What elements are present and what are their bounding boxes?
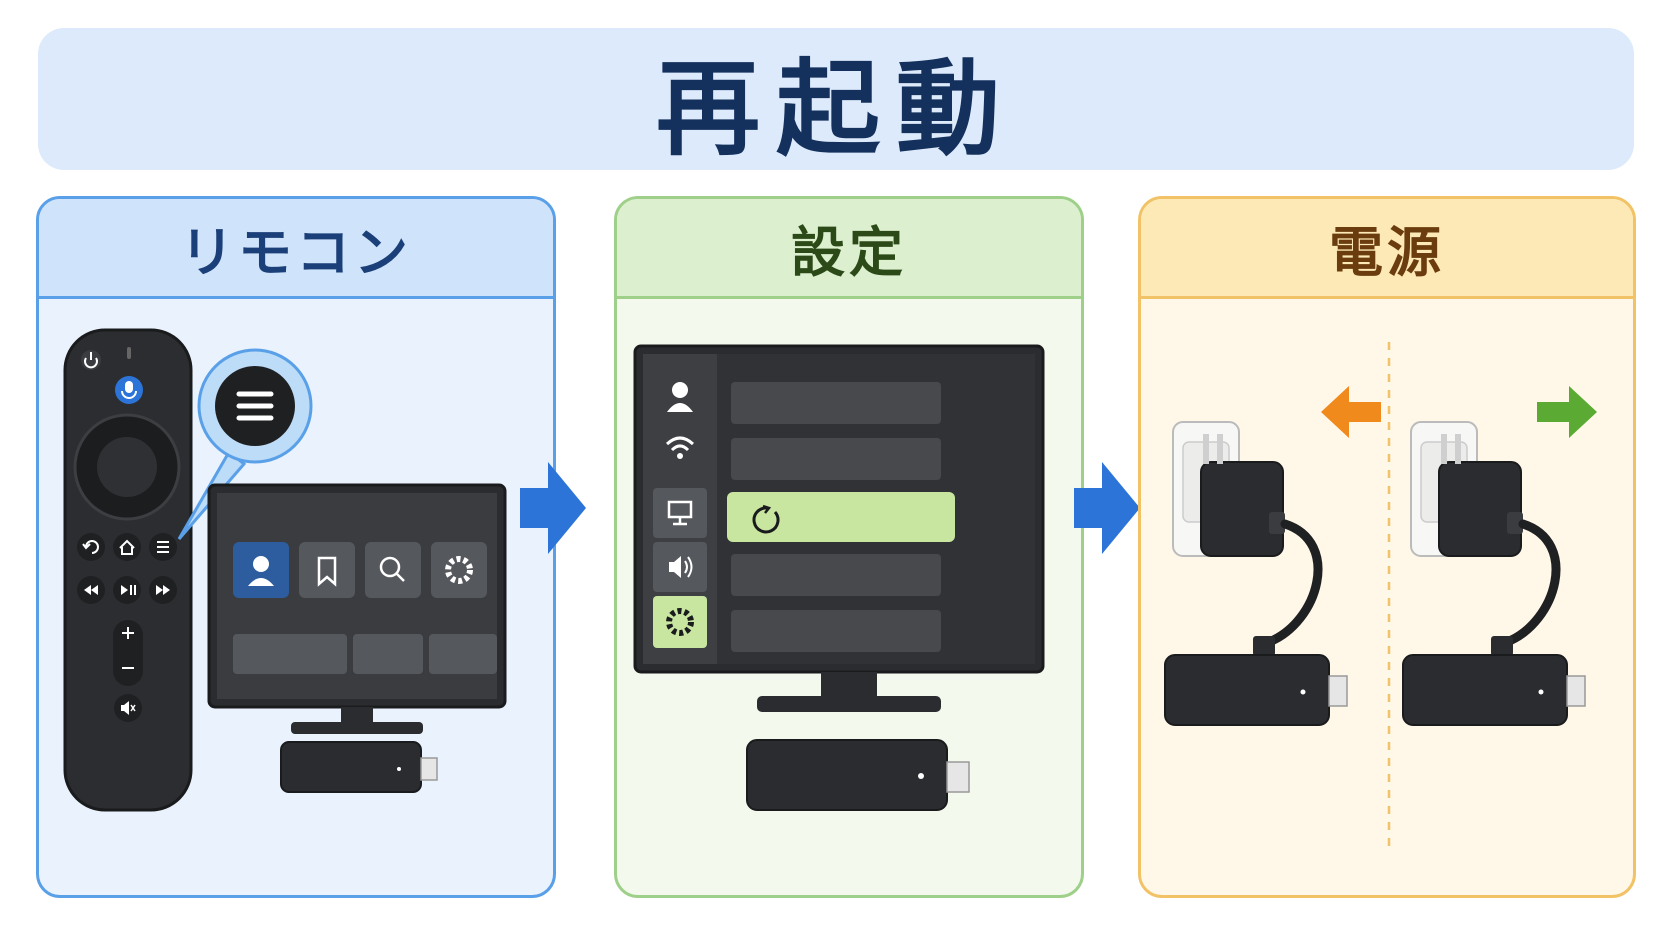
- profile-icon: [233, 542, 289, 598]
- profile-icon: [667, 382, 693, 412]
- flow-arrow-1: [520, 462, 586, 554]
- rewind-icon: [77, 576, 105, 604]
- streaming-stick: [746, 739, 970, 811]
- settings-panel-header: 設定: [617, 199, 1081, 299]
- back-icon: [77, 533, 105, 561]
- settings-row: [731, 382, 941, 424]
- remote-panel-header: リモコン: [39, 199, 553, 299]
- arrow-left-icon: [1321, 386, 1381, 438]
- plug-adapter-icon: [1438, 434, 1523, 557]
- remote-panel: リモコン: [36, 196, 556, 898]
- streaming-stick: [1164, 654, 1348, 726]
- settings-panel: 設定: [614, 196, 1084, 898]
- power-panel-body: [1141, 302, 1633, 895]
- gear-icon: [653, 596, 707, 648]
- search-icon: [365, 542, 421, 598]
- restart-row-highlighted: [727, 492, 955, 542]
- plug-adapter-icon: [1200, 434, 1285, 557]
- wifi-icon: [665, 436, 695, 459]
- settings-row: [731, 438, 941, 480]
- settings-row: [731, 610, 941, 652]
- settings-row: [731, 554, 941, 596]
- streaming-stick: [1402, 654, 1586, 726]
- settings-panel-title: 設定: [791, 221, 907, 284]
- mute-icon: [114, 694, 142, 722]
- page-title: 再起動: [655, 47, 1016, 170]
- fast-forward-icon: [149, 576, 177, 604]
- volume-up-icon: [122, 627, 134, 639]
- bookmark-icon: [299, 542, 355, 598]
- power-illustration: [1164, 342, 1597, 852]
- remote-panel-title: リモコン: [180, 221, 412, 284]
- dpad-center: [97, 437, 157, 497]
- mic-icon: [115, 376, 143, 404]
- power-icon: [81, 350, 101, 370]
- remote-illustration: [63, 328, 507, 812]
- power-panel-title: 電源: [1329, 221, 1445, 284]
- power-cable: [1502, 519, 1561, 647]
- settings-panel-body: [617, 302, 1081, 895]
- flow-arrow-2: [1074, 462, 1140, 554]
- display-icon: [653, 488, 707, 538]
- play-pause-icon: [113, 576, 141, 604]
- home-icon: [113, 533, 141, 561]
- power-cable: [1264, 519, 1323, 647]
- menu-icon: [149, 533, 177, 561]
- menu-icon: [236, 391, 274, 421]
- sound-icon: [653, 542, 707, 592]
- arrow-right-icon: [1537, 386, 1597, 438]
- settings-illustration: [633, 344, 1045, 811]
- gear-icon: [431, 542, 487, 598]
- title-banner: 再起動: [38, 28, 1634, 170]
- volume-rocker: [113, 620, 143, 686]
- power-panel-header: 電源: [1141, 199, 1633, 299]
- remote-panel-body: [39, 302, 553, 895]
- power-panel: 電源: [1138, 196, 1636, 898]
- restart-icon: [752, 504, 780, 534]
- streaming-stick: [280, 741, 438, 793]
